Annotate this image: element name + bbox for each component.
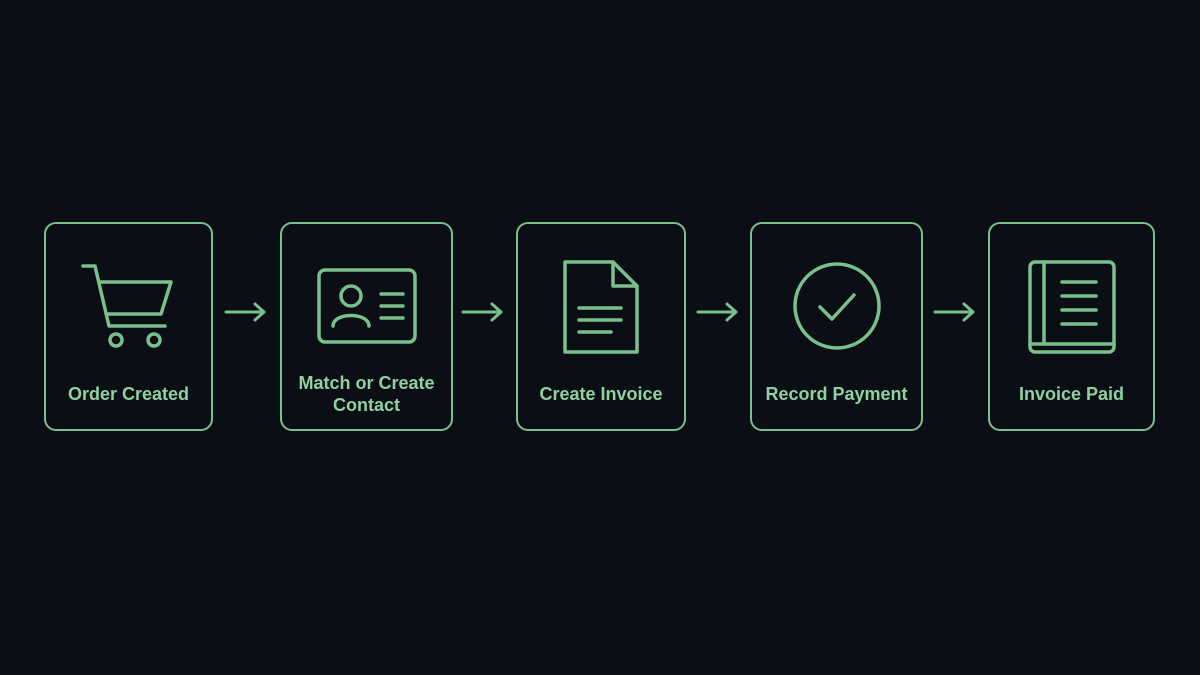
step-record-payment: Record Payment: [750, 222, 923, 431]
ledger-book-icon: [1022, 260, 1122, 356]
step-label: Match or Create Contact: [298, 373, 435, 415]
step-create-invoice: Create Invoice: [516, 222, 686, 431]
document-icon: [551, 260, 651, 356]
arrow-right-icon: [696, 300, 740, 324]
step-label: Create Invoice: [539, 384, 663, 404]
check-circle-icon: [787, 260, 887, 356]
arrow-right-icon: [933, 300, 977, 324]
step-invoice-paid: Invoice Paid: [988, 222, 1155, 431]
step-label: Order Created: [67, 384, 190, 404]
shopping-cart-icon: [79, 260, 179, 356]
step-label: Record Payment: [765, 384, 908, 404]
contact-card-icon: [316, 260, 417, 356]
arrow-right-icon: [461, 300, 505, 324]
step-label: Invoice Paid: [1018, 384, 1125, 404]
step-match-or-create-contact: Match or Create Contact: [280, 222, 453, 431]
step-order-created: Order Created: [44, 222, 213, 431]
arrow-right-icon: [224, 300, 268, 324]
